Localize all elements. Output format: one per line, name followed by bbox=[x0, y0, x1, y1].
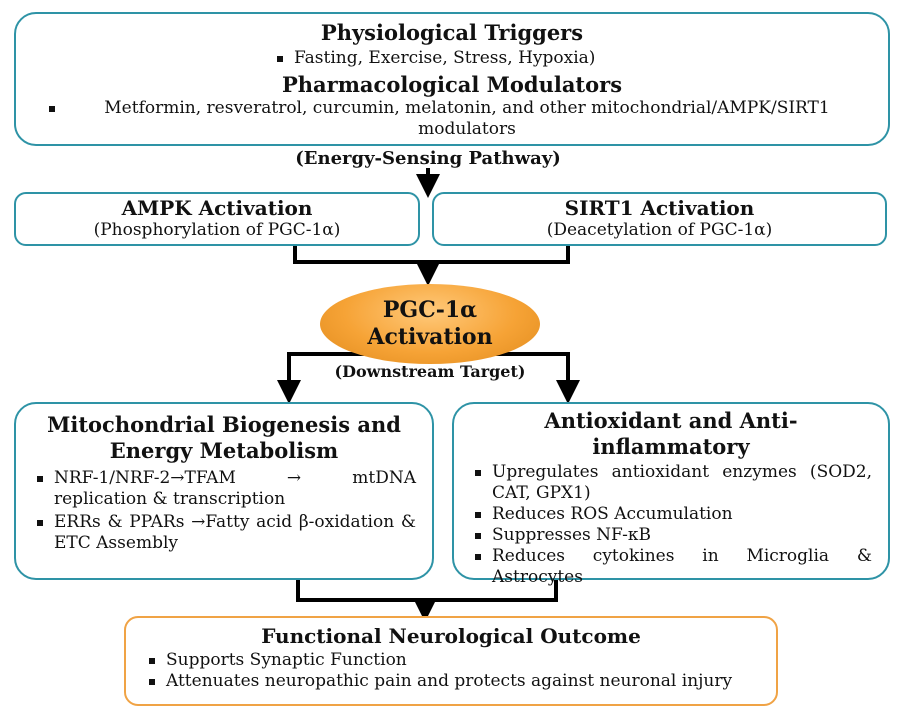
mito-list: NRF-1/NRF-2→TFAM → mtDNA replication & t… bbox=[32, 468, 416, 554]
triggers-box: Physiological Triggers Fasting, Exercise… bbox=[14, 12, 890, 146]
list-item: NRF-1/NRF-2→TFAM → mtDNA replication & t… bbox=[32, 468, 416, 510]
pgc1a-line2: Activation bbox=[367, 324, 493, 350]
antiox-list: Upregulates antioxidant enzymes (SOD2, C… bbox=[470, 462, 872, 588]
list-item: Metformin, resveratrol, curcumin, melato… bbox=[44, 98, 868, 140]
downstream-label: (Downstream Target) bbox=[334, 362, 526, 381]
ampk-subtitle: (Phosphorylation of PGC-1α) bbox=[93, 220, 341, 240]
triggers-list: Fasting, Exercise, Stress, Hypoxia) bbox=[272, 48, 632, 69]
outcome-list: Supports Synaptic Function Attenuates ne… bbox=[144, 650, 758, 692]
list-item: ERRs & PPARs →Fatty acid β-oxidation & E… bbox=[32, 512, 416, 554]
outcome-title: Functional Neurological Outcome bbox=[261, 624, 641, 648]
ampk-title: AMPK Activation bbox=[121, 196, 313, 220]
list-item: Upregulates antioxidant enzymes (SOD2, C… bbox=[470, 462, 872, 504]
antiox-box: Antioxidant and Anti-inflammatory Upregu… bbox=[452, 402, 890, 587]
pgc1a-activation-node: PGC-1α Activation bbox=[320, 284, 540, 364]
ampk-box: AMPK Activation (Phosphorylation of PGC-… bbox=[14, 192, 420, 246]
list-item: Suppresses NF-κB bbox=[470, 525, 872, 546]
pgc1a-line1: PGC-1α bbox=[382, 297, 478, 323]
sirt1-title: SIRT1 Activation bbox=[564, 196, 755, 220]
outcome-box: Functional Neurological Outcome Supports… bbox=[124, 616, 778, 706]
pathway-label: (Energy-Sensing Pathway) bbox=[295, 148, 561, 169]
sirt1-box: SIRT1 Activation (Deacetylation of PGC-1… bbox=[432, 192, 887, 246]
mito-box: Mitochondrial Biogenesis and Energy Meta… bbox=[14, 402, 434, 580]
modulators-list: Metformin, resveratrol, curcumin, melato… bbox=[44, 98, 868, 140]
modulators-title: Pharmacological Modulators bbox=[281, 72, 623, 97]
list-item: Fasting, Exercise, Stress, Hypoxia) bbox=[272, 48, 632, 69]
list-item: Supports Synaptic Function bbox=[144, 650, 758, 671]
list-item: Attenuates neuropathic pain and protects… bbox=[144, 671, 758, 692]
sirt1-subtitle: (Deacetylation of PGC-1α) bbox=[546, 220, 773, 240]
list-item: Reduces ROS Accumulation bbox=[470, 504, 872, 525]
antiox-title: Antioxidant and Anti-inflammatory bbox=[544, 408, 798, 459]
list-item: Reduces cytokines in Microglia & Astrocy… bbox=[470, 546, 872, 588]
mito-title: Mitochondrial Biogenesis and Energy Meta… bbox=[47, 412, 401, 463]
triggers-title: Physiological Triggers bbox=[320, 20, 584, 45]
